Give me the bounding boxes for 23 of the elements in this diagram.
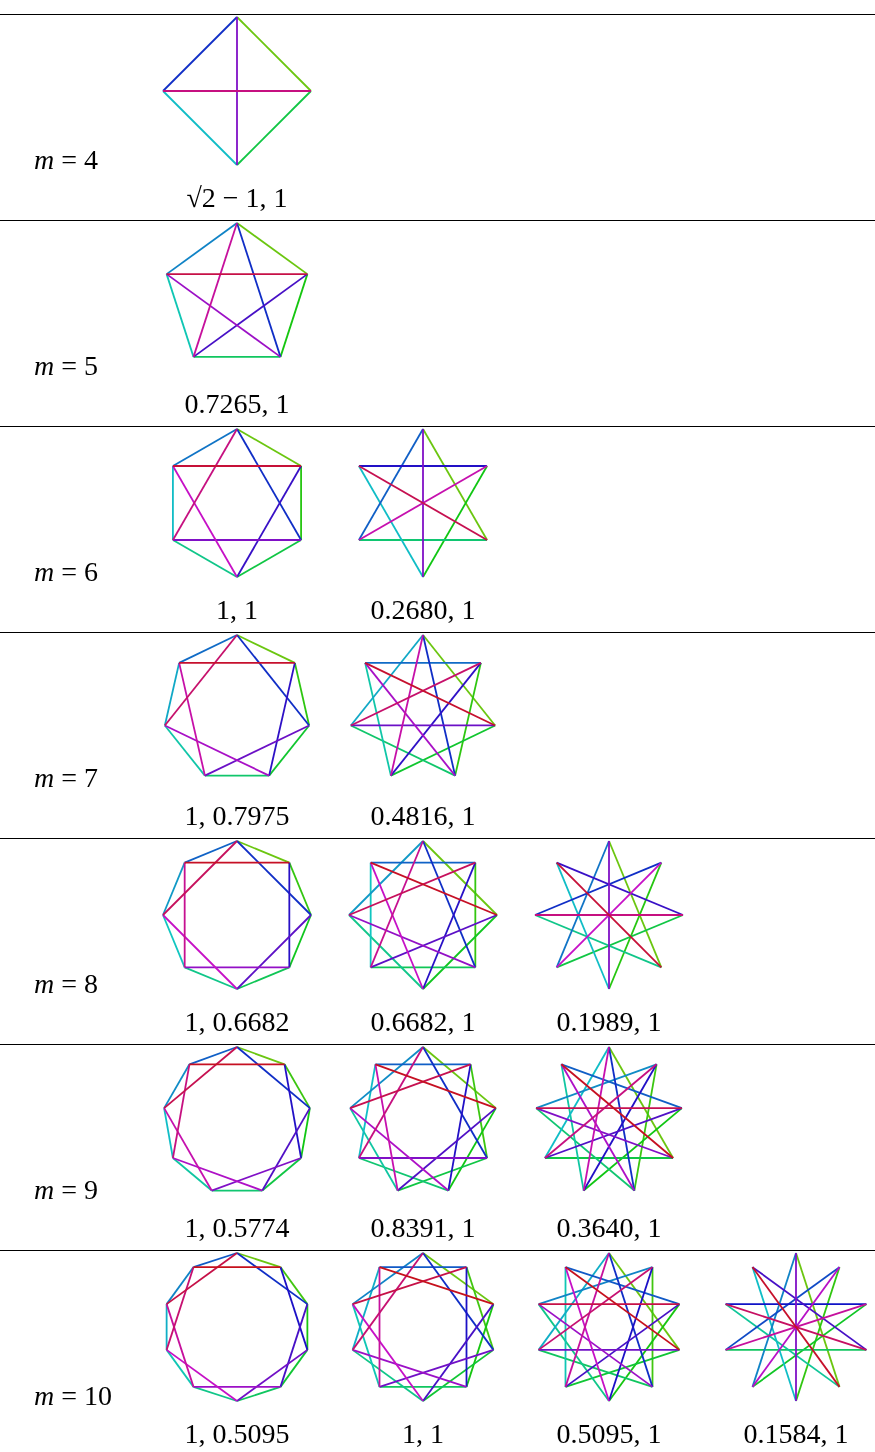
- row-label: m = 4: [34, 146, 99, 174]
- value-label: 0.7265, 1: [183, 390, 291, 418]
- value-label: 0.1584, 1: [742, 1420, 850, 1448]
- value-label: 1, 0.7975: [183, 802, 291, 830]
- row-label: m = 10: [34, 1382, 113, 1410]
- row-label: m = 8: [34, 970, 99, 998]
- value-label: √2 − 1, 1: [185, 184, 289, 212]
- row-label: m = 6: [34, 558, 99, 586]
- value-label: 0.8391, 1: [369, 1214, 477, 1242]
- value-label: 1, 1: [215, 596, 259, 624]
- row-label: m = 9: [34, 1176, 99, 1204]
- value-label: 1, 0.5774: [183, 1214, 291, 1242]
- value-label: 0.2680, 1: [369, 596, 477, 624]
- value-label: 1, 1: [401, 1420, 445, 1448]
- value-label: 1, 0.5095: [183, 1420, 291, 1448]
- row-label: m = 5: [34, 352, 99, 380]
- value-label: 0.5095, 1: [555, 1420, 663, 1448]
- value-label: 0.4816, 1: [369, 802, 477, 830]
- value-label: 0.1989, 1: [555, 1008, 663, 1036]
- value-label: 0.3640, 1: [555, 1214, 663, 1242]
- value-label: 1, 0.6682: [183, 1008, 291, 1036]
- value-label: 0.6682, 1: [369, 1008, 477, 1036]
- row-label: m = 7: [34, 764, 99, 792]
